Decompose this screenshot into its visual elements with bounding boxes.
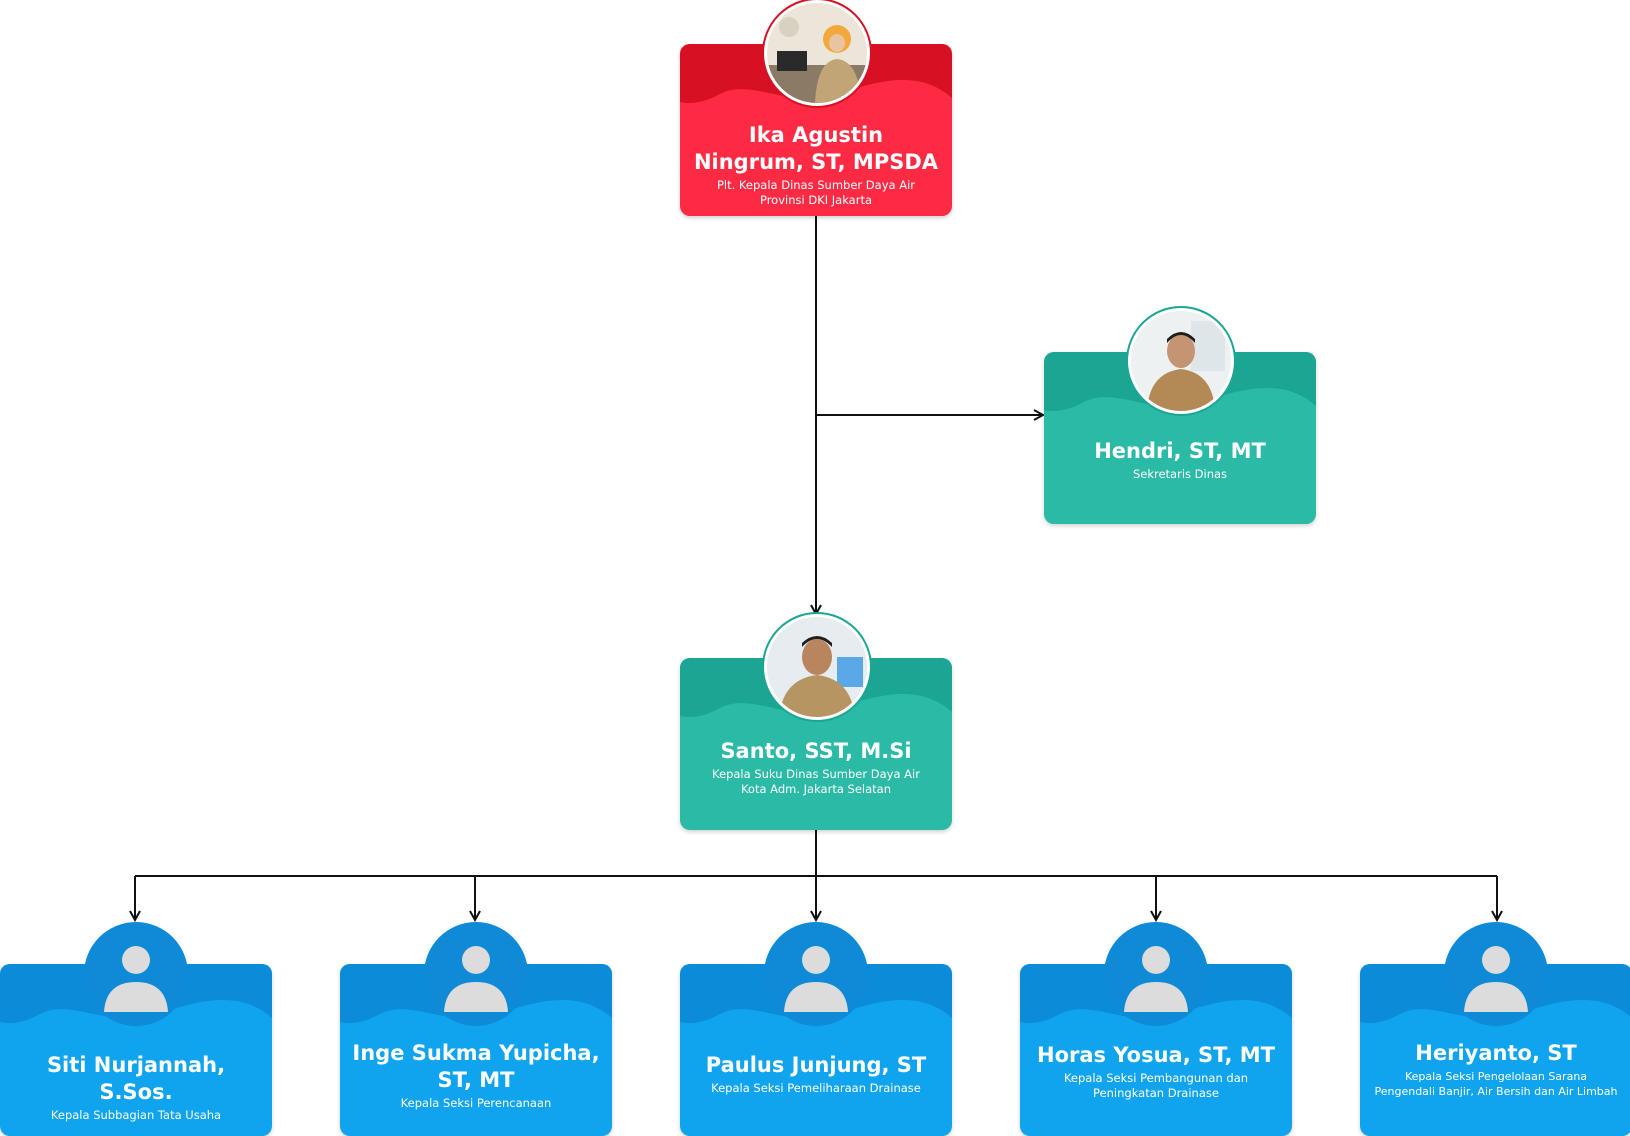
staff-5-name: Heriyanto, ST (1415, 1041, 1577, 1065)
staff-3-person-placeholder-icon (764, 922, 868, 1026)
head-role-line2: Provinsi DKI Jakarta (759, 193, 873, 207)
staff-3-name: Paulus Junjung, ST (705, 1053, 927, 1077)
subhead-name: Santo, SST, M.Si (720, 739, 912, 763)
staff-1-role: Kepala Subbagian Tata Usaha (50, 1108, 222, 1122)
staff-2-name-line2: ST, MT (437, 1068, 515, 1092)
head-name-line2: Ningrum, ST, MPSDA (693, 150, 939, 174)
staff-5-role-line2: Pengendali Banjir, Air Bersih dan Air Li… (1374, 1085, 1618, 1098)
subhead-role-line1: Kepala Suku Dinas Sumber Daya Air (712, 767, 920, 781)
staff-5-role-line1: Kepala Seksi Pengelolaan Sarana (1404, 1070, 1588, 1083)
staff-1-name: Siti Nurjannah, S.Sos. (46, 1053, 226, 1104)
staff-2-role: Kepala Seksi Perencanaan (400, 1096, 552, 1110)
staff-4-person-placeholder-icon (1104, 922, 1208, 1026)
staff-2-person-placeholder-icon (424, 922, 528, 1026)
staff-2-name-line1: Inge Sukma Yupicha, (352, 1041, 600, 1065)
staff-3-role: Kepala Seksi Pemeliharaan Drainase (711, 1081, 921, 1095)
subhead-card: Santo, SST, M.Si Kepala Suku Dinas Sumbe… (680, 658, 952, 830)
subhead-role-line2: Kota Adm. Jakarta Selatan (740, 782, 892, 796)
head-name-line1: Ika Agustin (748, 123, 884, 147)
staff-5-person-placeholder-icon (1444, 922, 1548, 1026)
secretary-name: Hendri, ST, MT (1094, 439, 1266, 463)
head-role-line1: Plt. Kepala Dinas Sumber Daya Air (716, 178, 916, 192)
staff-4-role-line1: Kepala Seksi Pembangunan dan (1063, 1071, 1249, 1085)
secretary-photo-avatar (1128, 308, 1234, 414)
staff-1-person-placeholder-icon (84, 922, 188, 1026)
staff-4-role-line2: Peningkatan Drainase (1093, 1086, 1219, 1100)
staff-4-name: Horas Yosua, ST, MT (1037, 1043, 1275, 1067)
head-photo-avatar (764, 0, 870, 106)
subhead-photo-avatar (764, 614, 870, 720)
secretary-role: Sekretaris Dinas (1132, 467, 1228, 481)
